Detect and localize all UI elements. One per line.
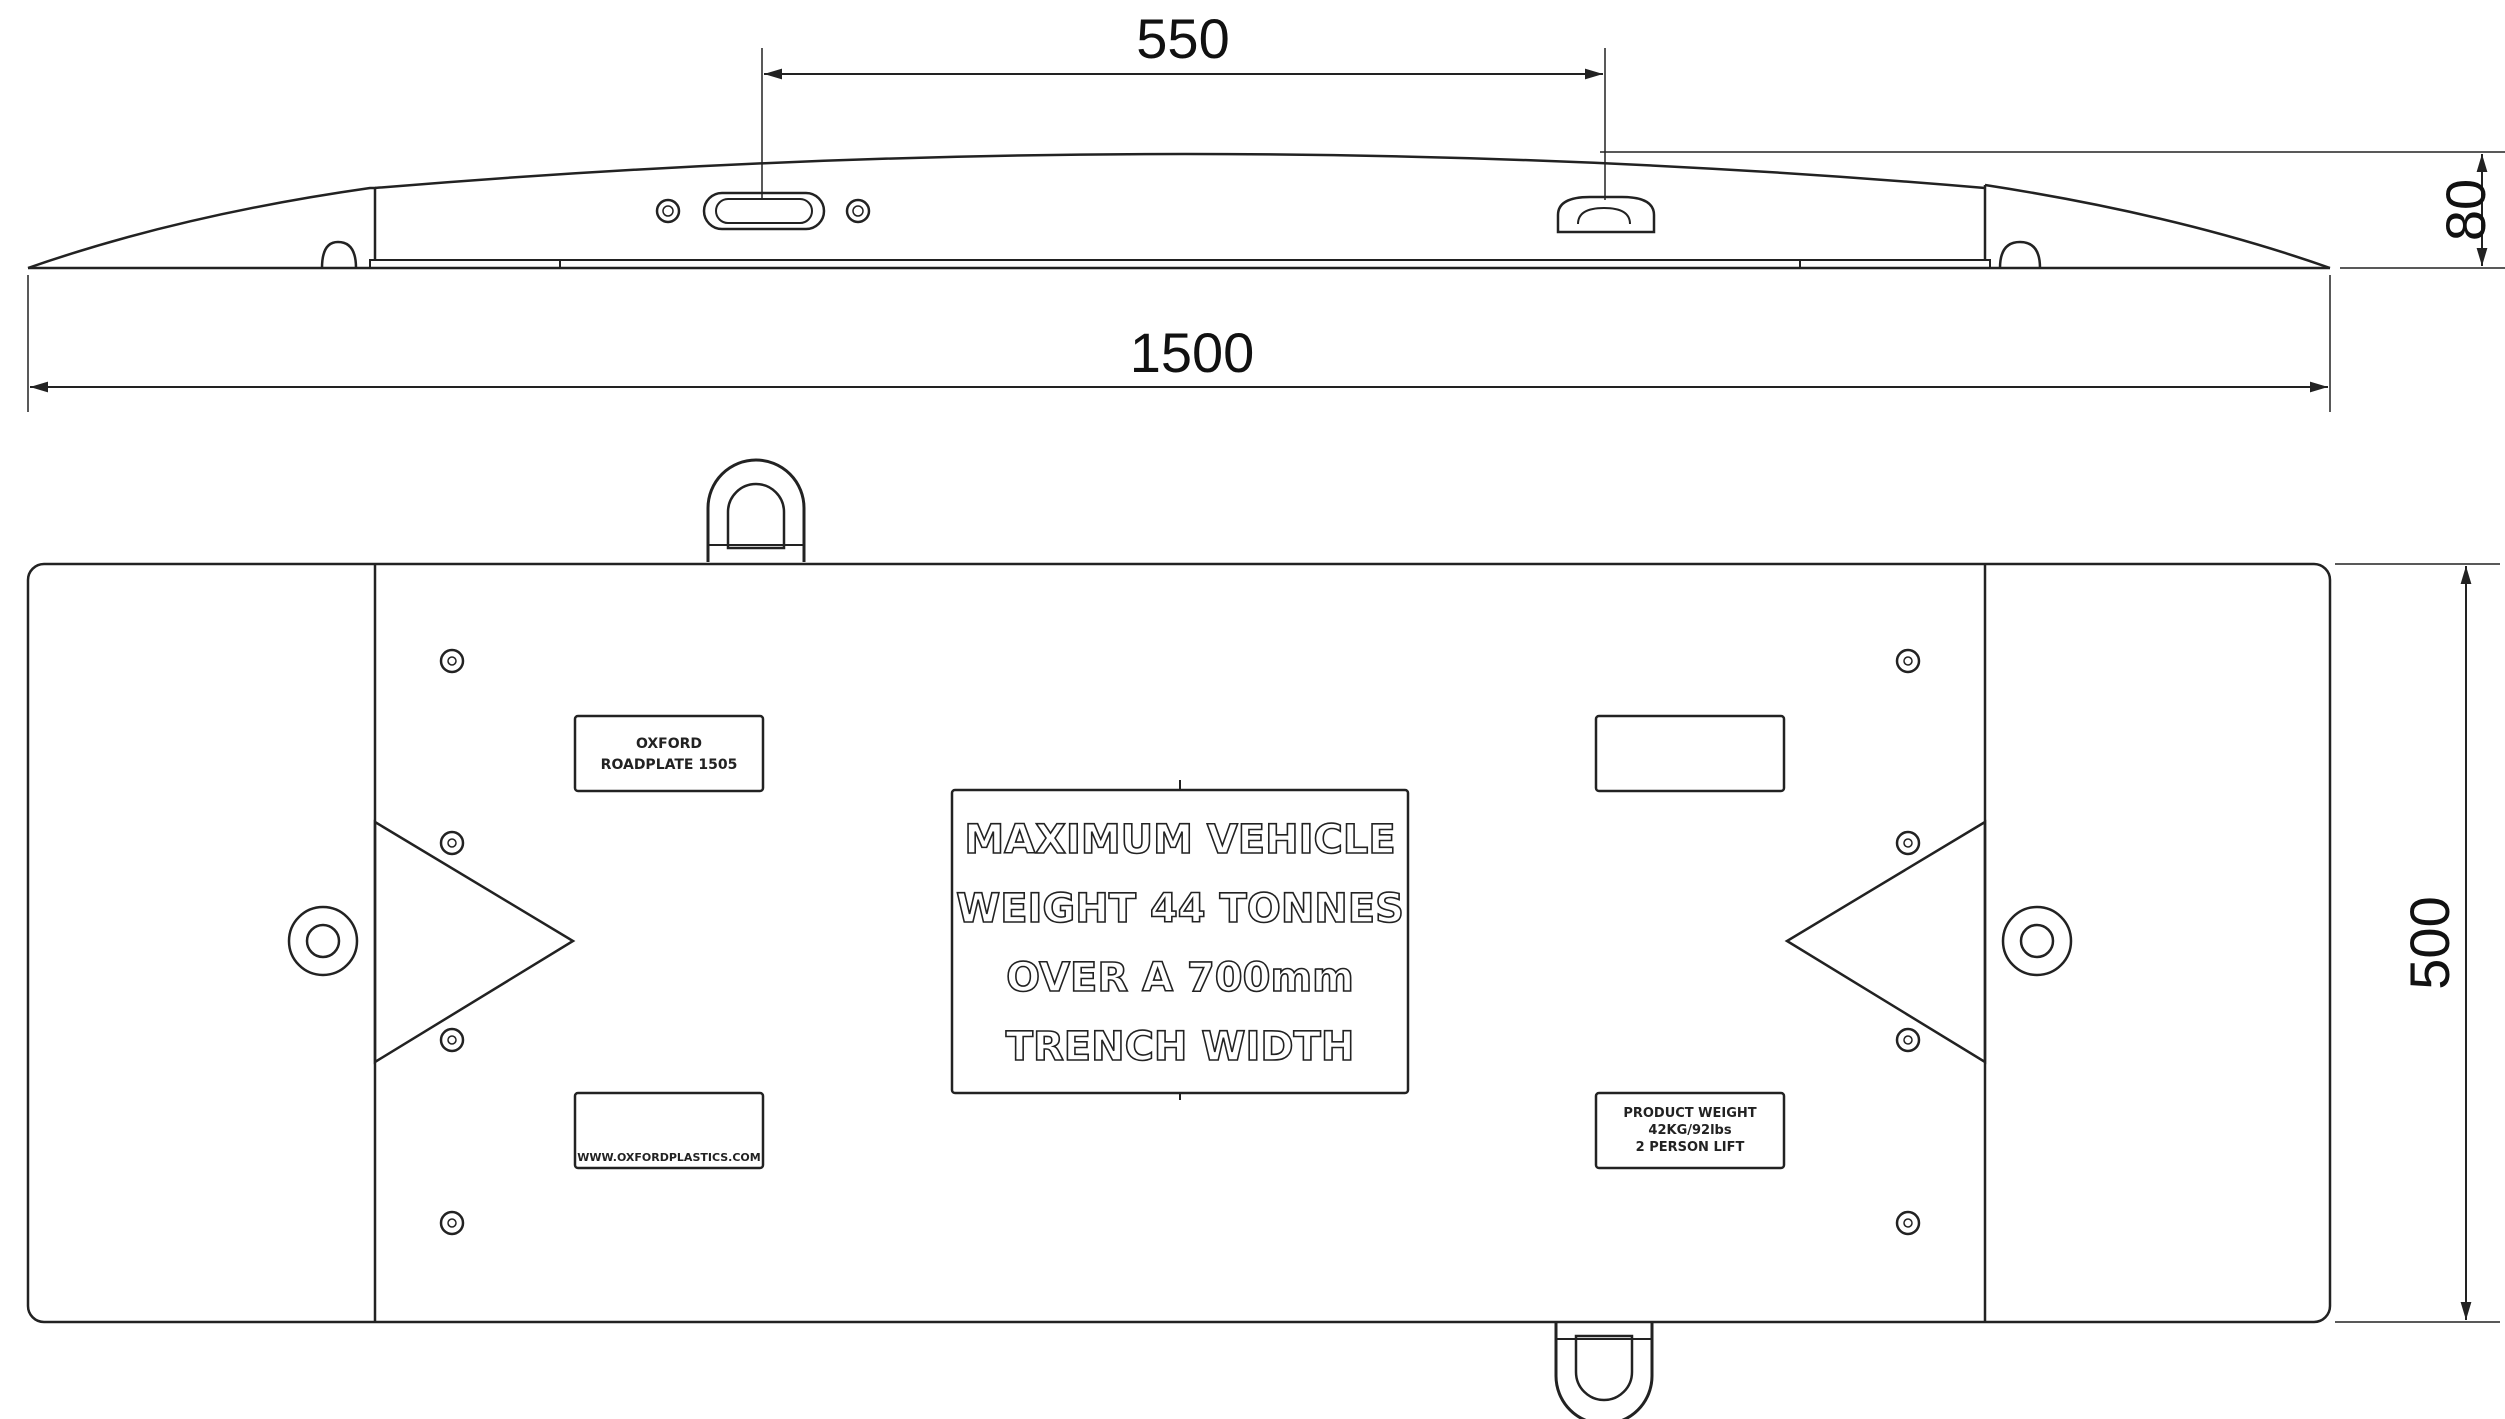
product-name-plate — [573, 714, 765, 793]
left-handle-slot-inner — [715, 198, 813, 224]
left-ramp-top — [27, 186, 377, 270]
top-lifting-handle-inner — [726, 482, 786, 550]
website-plate — [573, 1091, 765, 1170]
plate-top-curve — [374, 152, 1986, 190]
warning-line1: MAXIMUM VEHICLE — [964, 817, 1395, 863]
top-lifting-handle-outer — [706, 458, 806, 562]
left-bolt-side-b — [845, 198, 871, 224]
warning-line4: TRENCH WIDTH — [1006, 1024, 1355, 1070]
bolt-mid-upper-right-inner — [1903, 838, 1913, 848]
bolt-group — [439, 648, 1921, 1236]
right-ramp-top — [1983, 183, 2331, 270]
bolt-mid-upper-left — [439, 830, 465, 856]
bottom-lifting-handle-inner — [1574, 1334, 1634, 1402]
product-weight-line2: 42KG/92lbs — [1648, 1123, 1731, 1138]
right-end-notch — [1998, 240, 2042, 269]
right-handle-side — [1556, 195, 1656, 234]
product-weight-line1: PRODUCT WEIGHT — [1623, 1106, 1756, 1121]
right-foot — [1799, 259, 1991, 269]
website-text: WWW.OXFORDPLASTICS.COM — [577, 1151, 760, 1164]
left-foot — [369, 259, 561, 269]
bolt-top-left — [439, 648, 465, 674]
bolt-top-right-inner — [1903, 656, 1913, 666]
bolt-top-left-inner — [447, 656, 457, 666]
bolt-bottom-right-inner — [1903, 1218, 1913, 1228]
left-end-notch — [320, 240, 358, 269]
bolt-mid-lower-left-inner — [447, 1035, 457, 1045]
left-bolt-side-b-inner — [852, 205, 864, 217]
right-end-pin-inner — [2019, 923, 2055, 959]
plate-outline — [26, 562, 2332, 1324]
left-handle-slot-outer — [702, 191, 826, 231]
side-view: 550 80 1500 — [27, 7, 2505, 412]
left-bolt-side-a — [655, 198, 681, 224]
bolt-bottom-left — [439, 1210, 465, 1236]
bolt-bottom-right — [1895, 1210, 1921, 1236]
bolt-bottom-left-inner — [447, 1218, 457, 1228]
right-handle-side-inner — [1577, 206, 1631, 225]
blank-label-plate — [1594, 714, 1786, 793]
warning-line3: OVER A 700mm — [1006, 955, 1354, 1001]
bolt-mid-lower-left — [439, 1027, 465, 1053]
bolt-mid-lower-right-inner — [1903, 1035, 1913, 1045]
left-end-pin-outer — [287, 905, 359, 977]
left-bolt-side-a-inner — [662, 205, 674, 217]
dimension-500-label: 500 — [2398, 896, 2461, 989]
bolt-mid-lower-right — [1895, 1027, 1921, 1053]
dimension-550-label: 550 — [1136, 7, 1229, 70]
bolt-top-right — [1895, 648, 1921, 674]
right-end-pin-outer — [2001, 905, 2073, 977]
bottom-lifting-handle-outer — [1554, 1322, 1654, 1419]
bolt-mid-upper-right — [1895, 830, 1921, 856]
warning-line2: WEIGHT 44 TONNES — [956, 886, 1404, 932]
bolt-mid-upper-left-inner — [447, 838, 457, 848]
left-end-pin-inner — [305, 923, 341, 959]
dimension-1500-label: 1500 — [1130, 321, 1255, 384]
product-name-line2: ROADPLATE 1505 — [601, 757, 738, 773]
left-triangle-marker — [373, 819, 576, 1065]
product-weight-plate — [1594, 1091, 1786, 1170]
right-triangle-marker — [1784, 819, 1987, 1065]
warning-panel — [950, 788, 1410, 1095]
top-view: OXFORD ROADPLATE 1505 WWW.OXFORDPLASTICS… — [26, 458, 2500, 1419]
product-name-line1: OXFORD — [636, 736, 702, 752]
product-weight-line3: 2 PERSON LIFT — [1636, 1140, 1745, 1155]
dimension-80-label: 80 — [2434, 179, 2497, 241]
